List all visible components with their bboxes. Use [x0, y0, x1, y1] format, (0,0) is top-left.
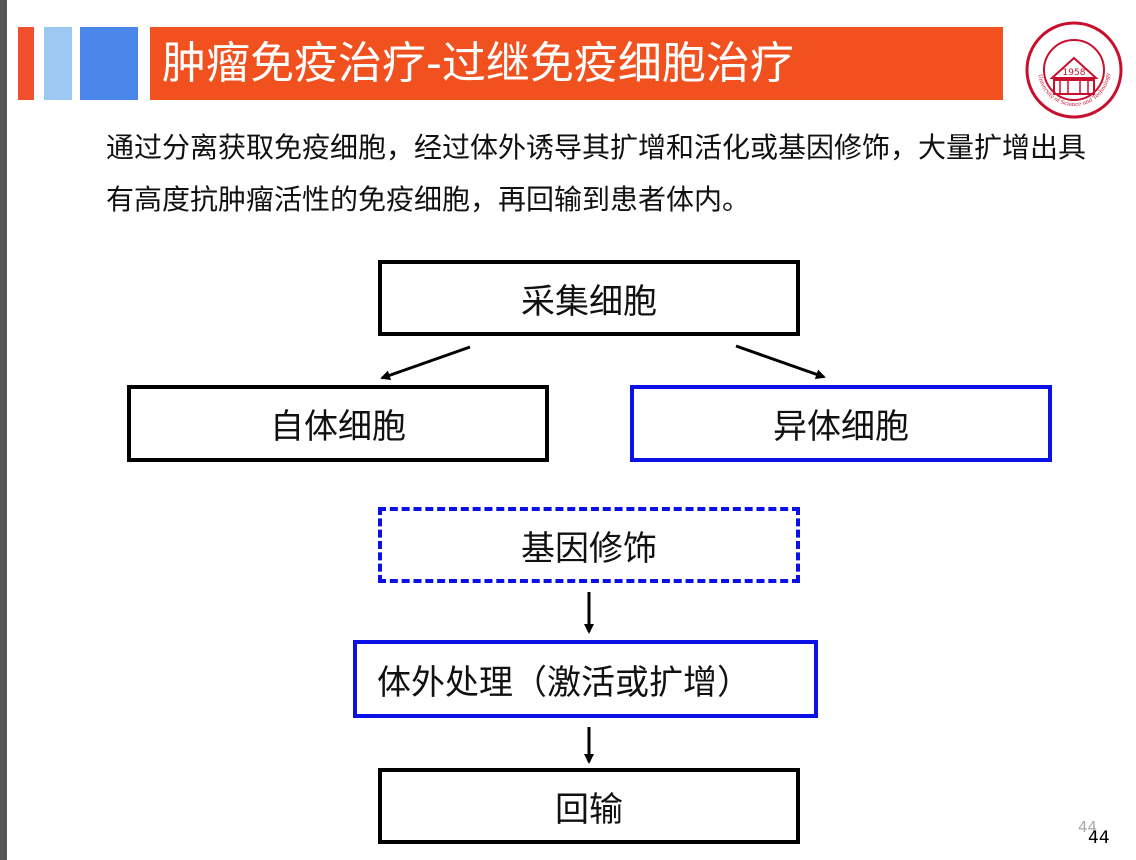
university-seal-logo: 1958 University of Science and Technolog… — [1024, 20, 1123, 119]
left-edge-bar — [0, 0, 7, 860]
slide-title: 肿瘤免疫治疗-过继免疫细胞治疗 — [150, 27, 1003, 100]
body-paragraph: 通过分离获取免疫细胞，经过体外诱导其扩增和活化或基因修饰，大量扩增出具有高度抗肿… — [106, 131, 1087, 216]
seal-year: 1958 — [1063, 68, 1086, 78]
flow-box-reinfusion: 回输 — [378, 768, 800, 844]
title-deco-lightblue-block — [44, 27, 72, 100]
flow-box-ex-vivo-processing: 体外处理（激活或扩增） — [353, 640, 818, 718]
flow-box-collect-cells: 采集细胞 — [378, 260, 800, 336]
flow-box-autologous-cells: 自体细胞 — [127, 385, 549, 462]
flow-box-gene-modification: 基因修饰 — [378, 507, 800, 583]
page-number-ghost: 44 — [1078, 818, 1098, 836]
title-deco-blue-block — [80, 27, 138, 100]
flow-box-allogeneic-cells: 异体细胞 — [630, 385, 1052, 462]
arrow-to-allogeneic — [735, 344, 826, 380]
page-number: 44 — [1088, 828, 1110, 848]
arrow-to-autologous — [380, 345, 471, 381]
title-deco-red-block — [18, 27, 34, 100]
